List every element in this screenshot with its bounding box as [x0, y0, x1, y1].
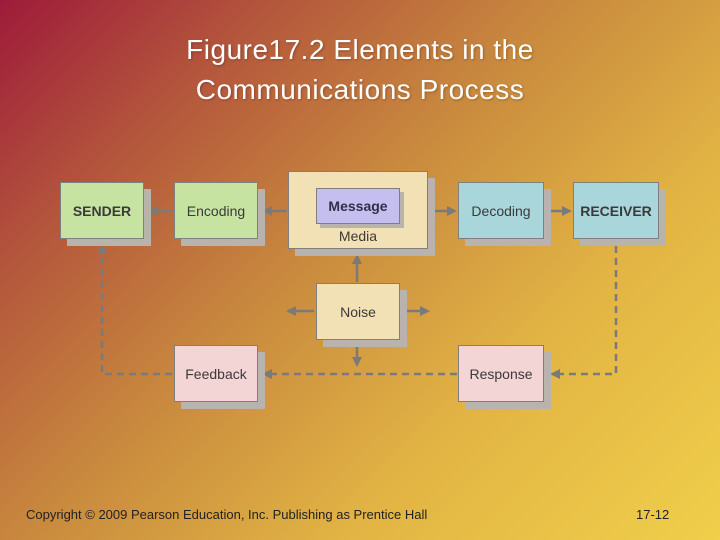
encoding-box: Encoding	[174, 182, 258, 239]
media-label: Media	[338, 228, 378, 244]
receiver-box: RECEIVER	[573, 182, 659, 239]
sender-box: SENDER	[60, 182, 144, 239]
title-line-2: Communications Process	[195, 74, 525, 105]
decoding-box: Decoding	[458, 182, 544, 239]
feedback-box: Feedback	[174, 345, 258, 402]
title-line-1: Figure17.2 Elements in the	[186, 34, 534, 65]
page-number: 17-12	[636, 507, 670, 522]
dashed-receiver-to-response	[550, 246, 618, 379]
copyright-text: Copyright © 2009 Pearson Education, Inc.…	[26, 507, 428, 522]
noise-box: Noise	[316, 283, 400, 340]
dashed-feedback-to-sender	[97, 244, 172, 376]
slide-title: Figure17.2 Elements in the Communication…	[0, 30, 720, 110]
message-box: Message	[316, 188, 400, 224]
response-box: Response	[458, 345, 544, 402]
